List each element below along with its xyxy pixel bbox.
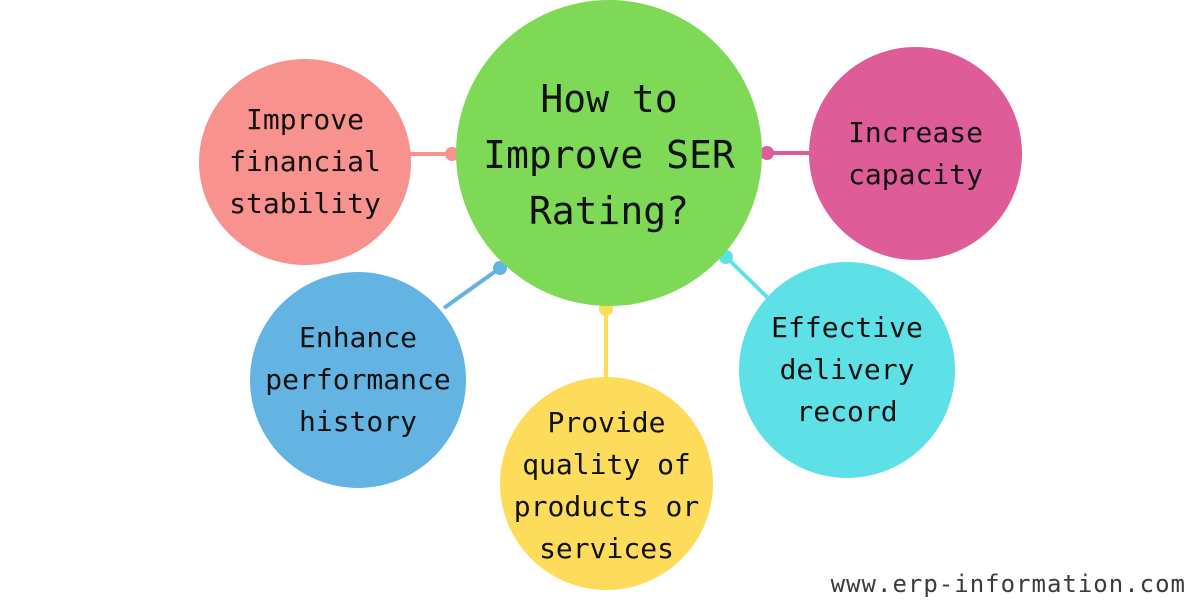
- topic-node-delivery-record: Effective delivery record: [739, 262, 955, 478]
- central-topic-label: How to Improve SER Rating?: [483, 77, 735, 233]
- topic-label-performance-history: Enhance performance history: [265, 321, 451, 438]
- topic-label-capacity: Increase capacity: [848, 115, 983, 191]
- connector-dot-capacity: [760, 146, 774, 160]
- topic-label-quality: Provide quality of products or services: [513, 405, 700, 565]
- central-topic-node: How to Improve SER Rating?: [456, 0, 762, 306]
- topic-node-performance-history: Enhance performance history: [250, 272, 466, 488]
- watermark-url: www.erp-information.com: [830, 570, 1186, 598]
- topic-label-delivery-record: Effective delivery record: [771, 311, 923, 428]
- topic-node-capacity: Increase capacity: [809, 47, 1022, 260]
- topic-label-financial-stability: Improve financial stability: [229, 103, 381, 220]
- connector-performance: [442, 266, 502, 310]
- topic-node-quality: Provide quality of products or services: [500, 377, 713, 590]
- connector-delivery: [724, 255, 770, 300]
- topic-node-financial-stability: Improve financial stability: [199, 59, 411, 265]
- connector-dot-financial: [445, 147, 459, 161]
